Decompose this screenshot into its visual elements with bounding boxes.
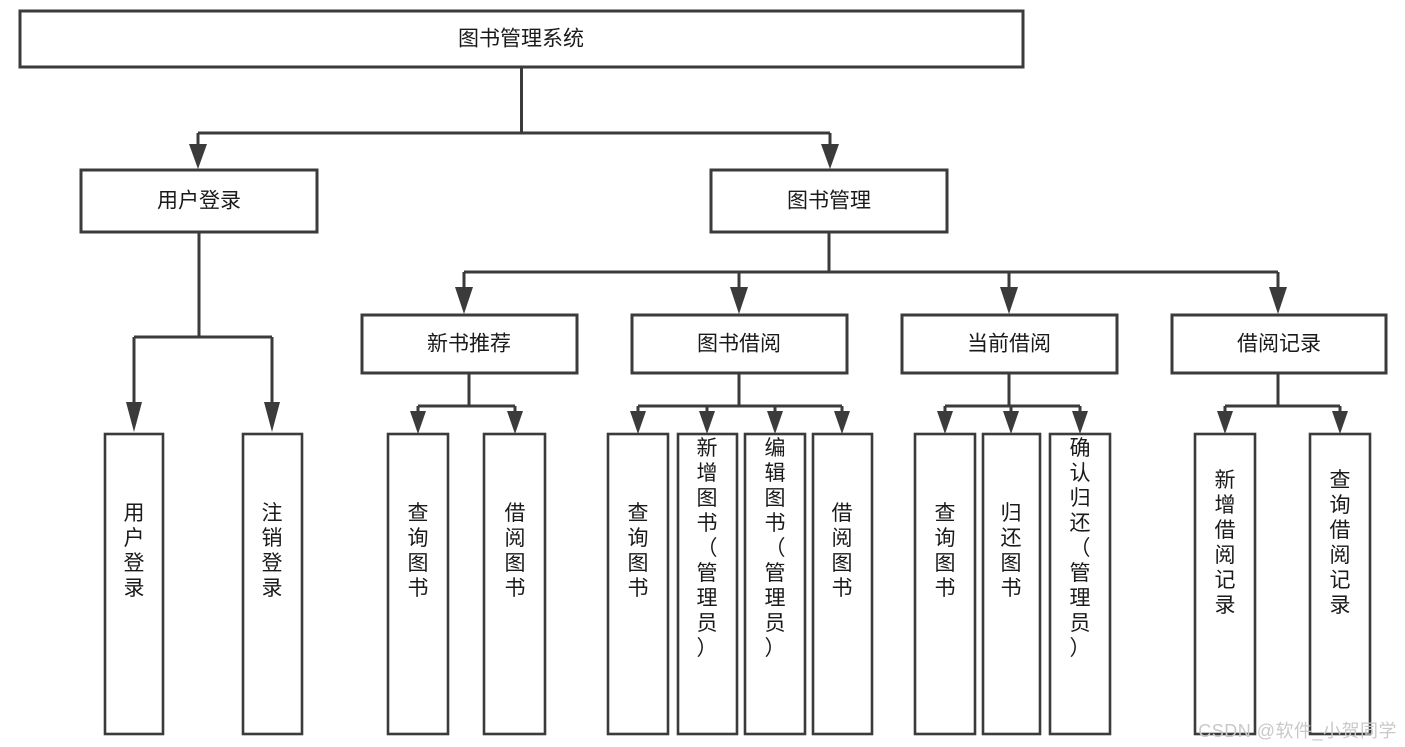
node-leaf-add-book-label: 新增图书（管理员）: [697, 437, 718, 660]
arrow-head-leaf-edit-book: [767, 411, 783, 434]
node-leaf-logout[interactable]: 注销登录: [241, 432, 304, 736]
node-leaf-user-login-label: 用户登录: [124, 502, 145, 600]
node-book-manage-label: 图书管理: [787, 190, 871, 213]
node-borrow-record-box[interactable]: [1170, 313, 1388, 375]
node-new-book-recommend-label: 新书推荐: [427, 333, 511, 356]
node-leaf-query-book-1[interactable]: 查询图书: [386, 432, 450, 736]
node-leaf-add-record-box[interactable]: [1193, 432, 1257, 736]
arrow-head-current-borrow: [1000, 287, 1018, 314]
node-leaf-borrow-book-2-label: 借阅图书: [832, 502, 853, 600]
arrow-head-leaf-query-book-1: [410, 411, 426, 434]
arrow-head-leaf-add-book: [699, 411, 715, 434]
node-user-login[interactable]: 用户登录: [79, 168, 319, 234]
node-leaf-borrow-book-1-label: 借阅图书: [505, 502, 526, 600]
node-leaf-user-login[interactable]: 用户登录: [103, 432, 165, 736]
node-leaf-confirm-return[interactable]: 确认归还（管理员）: [1048, 432, 1112, 736]
node-leaf-edit-book-label: 编辑图书（管理员）: [765, 437, 786, 660]
node-root[interactable]: 图书管理系统: [18, 9, 1025, 69]
node-root-label: 图书管理系统: [458, 28, 584, 51]
node-leaf-borrow-book-2-box[interactable]: [811, 432, 874, 736]
node-leaf-edit-book[interactable]: 编辑图书（管理员）: [743, 432, 807, 736]
arrow-head-leaf-borrow-book-2: [834, 411, 850, 434]
node-user-login-box[interactable]: [79, 168, 319, 234]
arrow-head-leaf-query-book-3: [937, 411, 953, 434]
node-leaf-add-book[interactable]: 新增图书（管理员）: [676, 432, 739, 736]
arrow-head-book-borrow: [730, 287, 748, 314]
node-leaf-query-book-1-box[interactable]: [386, 432, 450, 736]
node-new-book-recommend[interactable]: 新书推荐: [360, 313, 579, 375]
node-leaf-query-book-3[interactable]: 查询图书: [913, 432, 977, 736]
node-leaf-query-record[interactable]: 查询借阅记录: [1308, 432, 1372, 736]
node-leaf-logout-box[interactable]: [241, 432, 304, 736]
node-leaf-add-record-label: 新增借阅记录: [1215, 469, 1236, 617]
node-root-box[interactable]: [18, 9, 1025, 69]
node-new-book-recommend-box[interactable]: [360, 313, 579, 375]
node-leaf-borrow-book-1-box[interactable]: [482, 432, 547, 736]
node-leaf-query-book-1-label: 查询图书: [408, 502, 429, 600]
node-current-borrow-label: 当前借阅: [967, 333, 1051, 356]
node-current-borrow-box[interactable]: [900, 313, 1119, 375]
connector-group-root: [189, 67, 839, 169]
arrow-head-leaf-confirm-return: [1072, 411, 1088, 434]
arrow-head-leaf-logout: [264, 402, 280, 432]
node-leaf-add-book-box[interactable]: [676, 432, 739, 736]
arrow-head-leaf-query-book-2: [630, 411, 646, 434]
node-leaf-query-record-box[interactable]: [1308, 432, 1372, 736]
node-leaf-query-book-2-label: 查询图书: [628, 502, 649, 600]
node-leaf-return-book-label: 归还图书: [1001, 502, 1022, 600]
node-leaf-query-book-2[interactable]: 查询图书: [606, 432, 670, 736]
arrow-head-user-login: [189, 144, 207, 169]
arrow-head-new-book-recommend: [455, 287, 473, 314]
node-leaf-borrow-book-2[interactable]: 借阅图书: [811, 432, 874, 736]
node-current-borrow[interactable]: 当前借阅: [900, 313, 1119, 375]
node-book-borrow-box[interactable]: [630, 313, 849, 375]
node-leaf-edit-book-box[interactable]: [743, 432, 807, 736]
node-leaf-logout-label: 注销登录: [262, 502, 283, 600]
node-leaf-query-book-3-box[interactable]: [913, 432, 977, 736]
connector-group-book-manage: [455, 232, 1287, 314]
node-leaf-confirm-return-box[interactable]: [1048, 432, 1112, 736]
arrow-head-book-manage: [821, 144, 839, 169]
node-leaf-query-book-2-box[interactable]: [606, 432, 670, 736]
node-book-borrow-label: 图书借阅: [697, 333, 781, 356]
node-borrow-record-label: 借阅记录: [1237, 333, 1321, 356]
arrow-head-borrow-record: [1269, 287, 1287, 314]
node-leaf-return-book[interactable]: 归还图书: [981, 432, 1042, 736]
node-book-borrow[interactable]: 图书借阅: [630, 313, 849, 375]
connector-group-new-book-recommend: [410, 373, 523, 434]
connector-group-current-borrow: [937, 373, 1088, 434]
node-borrow-record[interactable]: 借阅记录: [1170, 313, 1388, 375]
node-leaf-return-book-box[interactable]: [981, 432, 1042, 736]
connector-group-borrow-record: [1217, 373, 1348, 434]
arrow-head-leaf-return-book: [1003, 411, 1019, 434]
node-leaf-add-record[interactable]: 新增借阅记录: [1193, 432, 1257, 736]
arrow-head-leaf-add-record: [1217, 411, 1233, 434]
node-leaf-query-book-3-label: 查询图书: [935, 502, 956, 600]
node-leaf-user-login-box[interactable]: [103, 432, 165, 736]
connector-group-user-login: [126, 232, 280, 432]
arrow-head-leaf-borrow-book-1: [507, 411, 523, 434]
node-leaf-query-record-label: 查询借阅记录: [1330, 469, 1351, 617]
node-book-manage-box[interactable]: [709, 168, 949, 234]
arrow-head-leaf-user-login: [126, 402, 142, 432]
node-book-manage[interactable]: 图书管理: [709, 168, 949, 234]
node-user-login-label: 用户登录: [157, 190, 241, 213]
arrow-head-leaf-query-record: [1332, 411, 1348, 434]
node-leaf-confirm-return-label: 确认归还（管理员）: [1070, 437, 1091, 660]
connector-group-book-borrow: [630, 373, 850, 434]
node-leaf-borrow-book-1[interactable]: 借阅图书: [482, 432, 547, 736]
